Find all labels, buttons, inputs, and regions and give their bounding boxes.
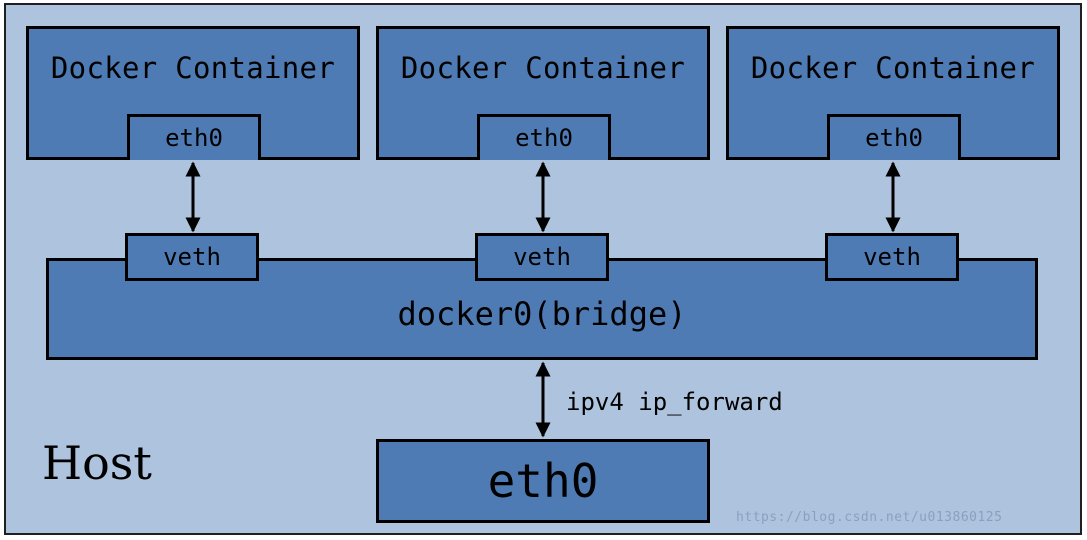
- docker-container-3: Docker Container eth0: [726, 26, 1060, 160]
- container-eth0-port: eth0: [127, 114, 261, 160]
- bridge-label: docker0(bridge): [397, 295, 687, 333]
- ip-forward-label: ipv4 ip_forward: [566, 388, 783, 416]
- host-eth0: eth0: [376, 439, 710, 523]
- veth-port-2: veth: [475, 233, 609, 281]
- host-label: Host: [42, 436, 152, 490]
- container-title: Docker Container: [750, 51, 1036, 85]
- container-title: Docker Container: [400, 51, 686, 85]
- veth-port-1: veth: [125, 233, 259, 281]
- docker-container-2: Docker Container eth0: [376, 26, 710, 160]
- host-eth0-label: eth0: [487, 454, 599, 508]
- veth-port-3: veth: [825, 233, 959, 281]
- container-eth0-port: eth0: [477, 114, 611, 160]
- watermark: https://blog.csdn.net/u013860125: [736, 510, 1003, 525]
- container-eth0-port: eth0: [827, 114, 961, 160]
- docker-container-1: Docker Container eth0: [26, 26, 360, 160]
- container-title: Docker Container: [50, 51, 336, 85]
